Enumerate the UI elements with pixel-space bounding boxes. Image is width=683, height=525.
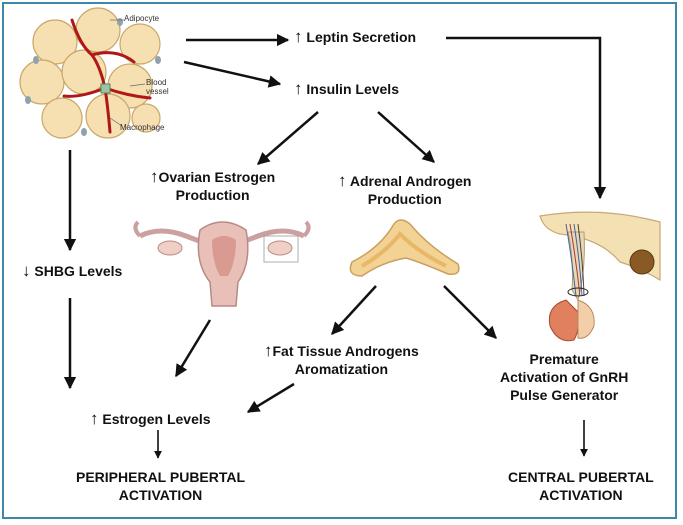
fat-tissue-androgens-label-2: Aromatization <box>294 361 389 377</box>
adrenal-androgen-label-2: Production <box>367 191 442 207</box>
estrogen-levels-node: ↑ Estrogen Levels <box>90 410 211 428</box>
adipose-tissue-illustration <box>19 7 161 139</box>
estrogen-levels-label: Estrogen Levels <box>102 411 211 427</box>
up-arrow-icon: ↑ <box>338 171 347 190</box>
insulin-levels-label: Insulin Levels <box>306 81 399 97</box>
arrow-adipose-to-insulin <box>183 60 282 88</box>
gnrh-node: Premature Activation of GnRH Pulse Gener… <box>500 350 628 404</box>
gnrh-label-2: Activation of GnRH <box>500 369 629 385</box>
adrenal-gland-illustration <box>349 219 460 277</box>
fat-tissue-androgens-node: ↑Fat Tissue Androgens Aromatization <box>264 342 419 378</box>
shbg-levels-node: ↓ SHBG Levels <box>22 262 122 280</box>
leptin-secretion-label: Leptin Secretion <box>306 29 417 45</box>
up-arrow-icon: ↑ <box>90 409 99 428</box>
arrow-leptin-to-gnrh <box>446 36 607 200</box>
central-activation-label-2: ACTIVATION <box>539 487 623 503</box>
adrenal-androgen-label-1: Adrenal Androgen <box>349 173 472 189</box>
up-arrow-icon: ↑ <box>294 27 303 46</box>
arrow-adrenal-to-gnrh <box>443 285 497 339</box>
central-activation-node: CENTRAL PUBERTAL ACTIVATION <box>508 468 654 504</box>
arrow-uterus-to-estrogen <box>174 319 212 378</box>
pituitary-illustration <box>539 211 661 342</box>
blood-vessel-label-1: Blood <box>146 78 167 87</box>
ovarian-estrogen-label-1: Ovarian Estrogen <box>158 169 276 185</box>
up-arrow-icon: ↑ <box>264 341 273 360</box>
macrophage-label: Macrophage <box>120 123 165 132</box>
adipocyte-label: Adipocyte <box>124 14 160 23</box>
uterus-ovaries-illustration <box>133 220 311 307</box>
central-activation-label-1: CENTRAL PUBERTAL <box>508 469 654 485</box>
peripheral-activation-label-1: PERIPHERAL PUBERTAL <box>76 469 246 485</box>
insulin-levels-node: ↑ Insulin Levels <box>294 80 399 98</box>
leptin-secretion-node: ↑ Leptin Secretion <box>294 28 416 46</box>
peripheral-activation-node: PERIPHERAL PUBERTAL ACTIVATION <box>76 468 245 504</box>
arrow-insulin-to-adrenal <box>377 111 435 163</box>
arrow-fat-to-estrogen <box>246 382 295 414</box>
gnrh-label-1: Premature <box>529 351 599 367</box>
shbg-levels-label: SHBG Levels <box>34 263 123 279</box>
arrow-adrenal-to-fat <box>331 285 377 335</box>
arrow-insulin-to-ovarian <box>257 111 319 165</box>
up-arrow-icon: ↑ <box>294 79 303 98</box>
fat-tissue-androgens-label-1: Fat Tissue Androgens <box>272 343 419 359</box>
blood-vessel-label-2: vessel <box>146 87 169 96</box>
ovarian-estrogen-label-2: Production <box>175 187 250 203</box>
down-arrow-icon: ↓ <box>22 261 31 280</box>
peripheral-activation-label-2: ACTIVATION <box>118 487 203 503</box>
ovarian-estrogen-node: ↑Ovarian Estrogen Production <box>150 168 275 204</box>
adrenal-androgen-node: ↑ Adrenal Androgen Production <box>338 172 471 208</box>
gnrh-label-3: Pulse Generator <box>510 387 619 403</box>
up-arrow-icon: ↑ <box>150 167 159 186</box>
